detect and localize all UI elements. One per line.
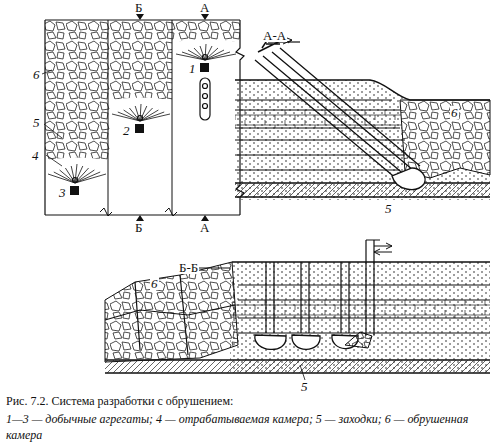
figure-caption: Рис. 7.2. Система разработки с обрушение…	[6, 393, 494, 409]
section-mark: А	[199, 1, 210, 14]
callout-number: 5	[300, 380, 309, 393]
callout-number: 6	[32, 68, 41, 81]
callout-number: 1	[188, 62, 197, 75]
callout-number: 3	[58, 186, 67, 199]
callout-number: 6	[150, 277, 159, 290]
callout-number: 2	[122, 124, 131, 137]
callout-number: 4	[31, 149, 40, 162]
section-title: Б-Б	[178, 261, 199, 274]
callout-number: 5	[32, 116, 41, 129]
section-a-a	[235, 36, 490, 200]
section-b-b	[105, 240, 490, 380]
section-mark: А	[199, 221, 210, 234]
section-title: А-А	[262, 29, 287, 42]
callout-number: 5	[384, 202, 393, 215]
plan-view	[42, 14, 244, 221]
legend-text: 1—3 — добычные агрегаты; 4 — отрабатывае…	[6, 411, 494, 443]
section-mark: Б	[134, 221, 143, 234]
section-mark: Б	[134, 1, 143, 14]
callout-number: 6	[450, 106, 459, 119]
